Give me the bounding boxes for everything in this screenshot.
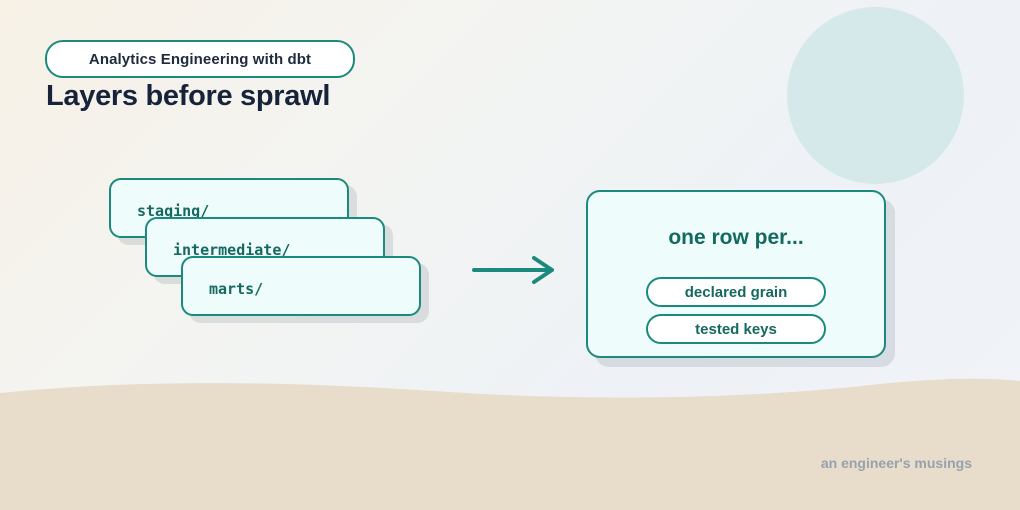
page-title: Layers before sprawl: [46, 80, 331, 112]
grain-card-title: one row per...: [668, 226, 804, 249]
grain-tag-declared: declared grain: [646, 277, 826, 307]
series-badge-label: Analytics Engineering with dbt: [88, 50, 312, 68]
grain-tag-label: tested keys: [695, 320, 777, 338]
grain-tag-label: declared grain: [684, 283, 788, 301]
footer-signature: an engineer's musings: [820, 455, 972, 471]
layer-label: staging/: [137, 202, 210, 220]
right-arrow-icon: [472, 256, 554, 284]
layer-label: intermediate/: [173, 241, 291, 259]
decorative-circle: [787, 7, 964, 184]
grain-tag-tested: tested keys: [646, 314, 826, 344]
grain-card: one row per... declared grain tested key…: [586, 190, 886, 358]
layer-card-marts: marts/: [181, 256, 421, 316]
series-badge: Analytics Engineering with dbt: [45, 40, 355, 78]
layer-label: marts/: [209, 280, 264, 298]
